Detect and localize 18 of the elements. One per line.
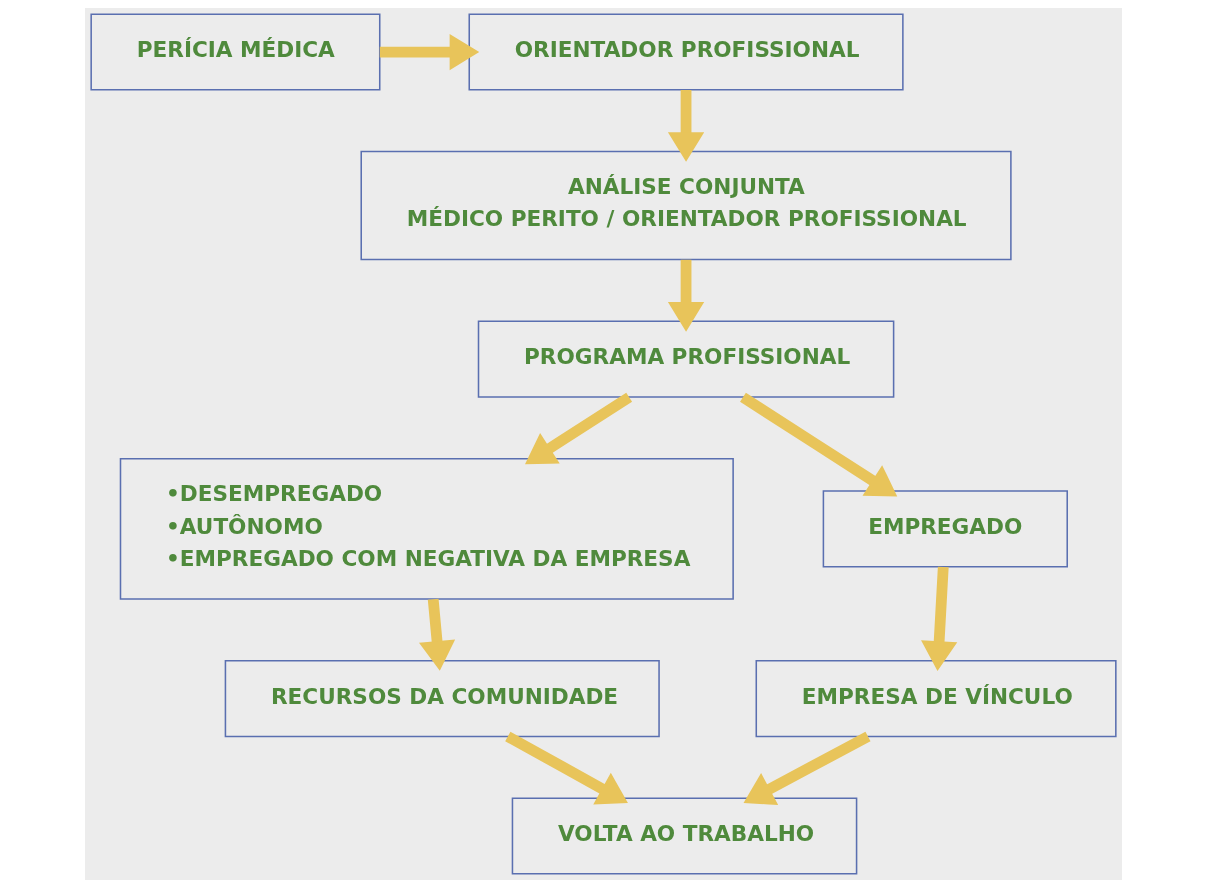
node-box: EMPREGADO — [822, 490, 1068, 568]
node-box: PROGRAMA PROFISSIONAL — [477, 320, 894, 398]
arrow — [504, 731, 628, 805]
node-box: VOLTA AO TRABALHO — [511, 797, 857, 875]
arrow — [524, 392, 632, 465]
node-box: ORIENTADOR PROFISSIONAL — [468, 13, 904, 91]
arrow — [667, 90, 704, 162]
node-box: EMPRESA DE VÍNCULO — [755, 660, 1117, 738]
arrow — [418, 598, 455, 671]
arrow — [743, 731, 871, 805]
arrow — [379, 33, 479, 71]
node-box: PERÍCIA MÉDICA — [89, 13, 380, 91]
node-box: RECURSOS DA COMUNIDADE — [224, 660, 660, 738]
arrow — [920, 566, 957, 671]
arrow — [739, 392, 897, 497]
node-box: •DESEMPREGADO •AUTÔNOMO •EMPREGADO COM NEGATIVA DA EMPRESA — [119, 457, 734, 600]
node-box: ANÁLISE CONJUNTA MÉDICO PERITO / ORIENTADOR PROFISSIONAL — [359, 150, 1012, 261]
arrow — [667, 259, 704, 332]
